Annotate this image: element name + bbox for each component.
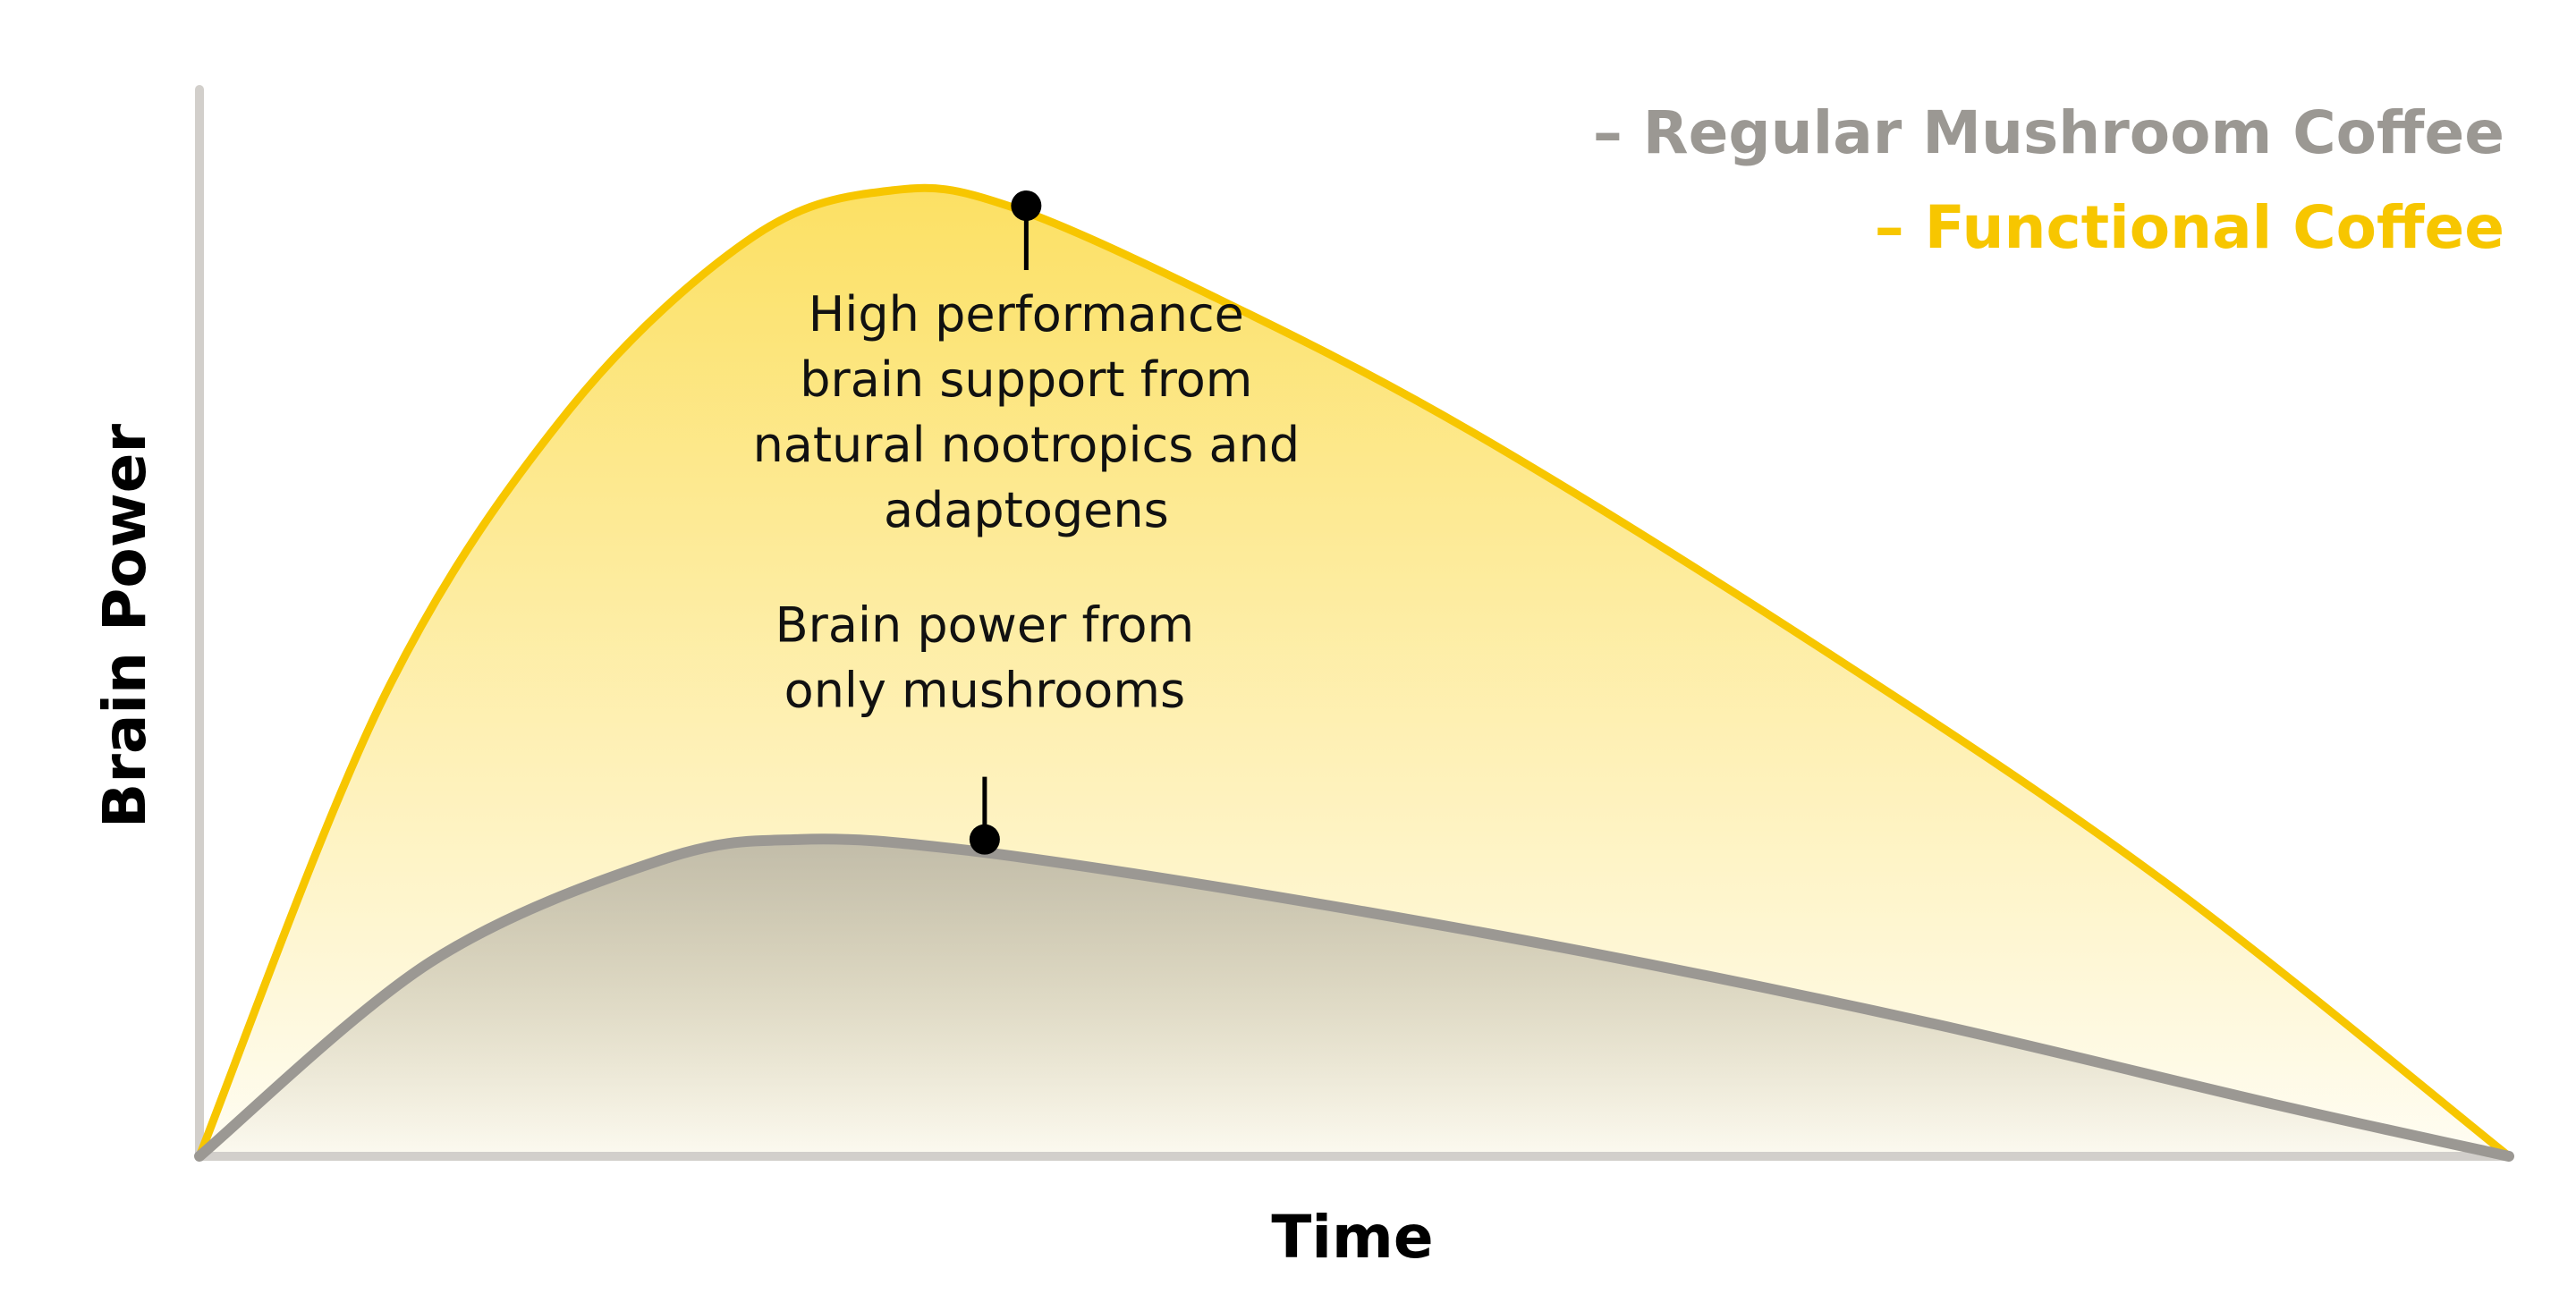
legend-entry-regular-mushroom-coffee: – Regular Mushroom Coffee [1593, 98, 2504, 167]
annotation-text-line: Brain power from [775, 597, 1194, 654]
series-lines [194, 183, 2514, 1162]
annotation-marker [1011, 190, 1042, 222]
legend: – Regular Mushroom Coffee – Functional Co… [1593, 98, 2504, 262]
axes [195, 85, 2513, 1161]
y-axis-title: Brain Power [90, 424, 159, 828]
annotation-text-line: adaptogens [884, 482, 1169, 538]
annotation-text-line: only mushrooms [784, 663, 1185, 719]
annotations: High performance brain support from natura… [753, 190, 1301, 855]
annotation-text-line: natural nootropics and [753, 417, 1301, 473]
functional-coffee-line [195, 183, 2513, 1161]
annotation-functional-coffee: High performance brain support from natura… [753, 190, 1301, 538]
annotation-text-line: brain support from [800, 351, 1252, 408]
legend-entry-functional-coffee: – Functional Coffee [1875, 193, 2504, 262]
x-axis-title: Time [1271, 1203, 1433, 1272]
regular-mushroom-coffee-line [194, 833, 2514, 1162]
annotation-text-line: High performance [809, 286, 1244, 343]
series-areas [199, 188, 2509, 1157]
regular-mushroom-coffee-area [199, 839, 2509, 1156]
annotation-marker [969, 824, 1000, 855]
annotation-regular-mushroom-coffee: Brain power from only mushrooms [775, 597, 1194, 855]
